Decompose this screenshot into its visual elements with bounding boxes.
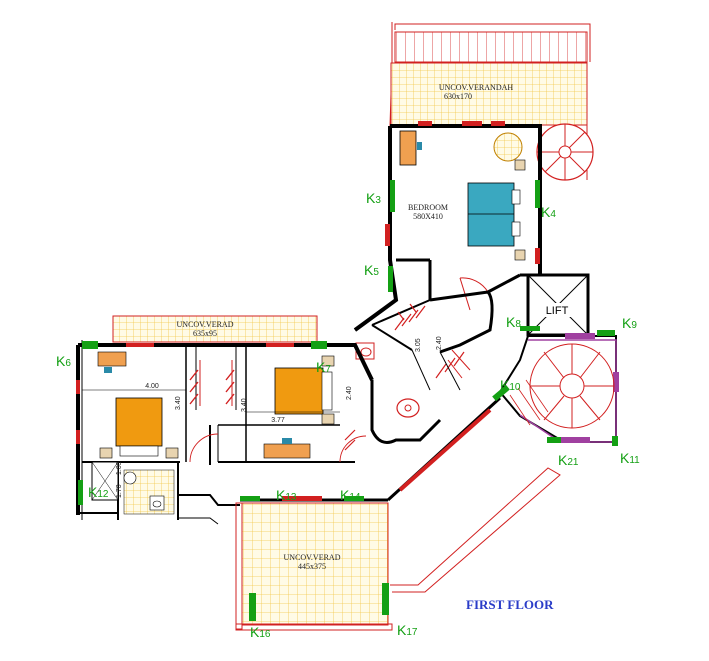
marker-k6: K6 — [56, 353, 71, 369]
verandah-top-name: UNCOV.VERANDAH — [439, 83, 514, 92]
verandah-top: UNCOV.VERANDAH 630x170 — [389, 22, 591, 180]
dim-4-00: 4.00 — [145, 383, 159, 390]
verad-bottom-size: 445x375 — [298, 562, 326, 571]
marker-k7: K7 — [316, 359, 331, 375]
verad-bottom-name: UNCOV.VERAD — [284, 553, 341, 562]
marker-k21: K21 — [558, 452, 579, 468]
marker-k14: K14 — [340, 487, 361, 503]
dim-3-77: 3.77 — [271, 417, 285, 424]
dim-3-05: 3.05 — [415, 338, 422, 352]
bedroom-size: 580X410 — [413, 212, 443, 221]
marker-k3: K3 — [366, 190, 381, 206]
k-markers: K3 K4 K5 K6 K7 K8 K9 K10 K11 K12 K13 K14… — [56, 190, 640, 640]
marker-k12: K12 — [88, 484, 109, 500]
marker-k9: K9 — [622, 315, 637, 331]
marker-k4: K4 — [541, 204, 556, 220]
verandah-bottom: UNCOV.VERAD 445x375 — [235, 467, 561, 631]
verad-left-name: UNCOV.VERAD — [177, 320, 234, 329]
bedroom-name: BEDROOM — [408, 203, 448, 212]
marker-k5: K5 — [364, 262, 379, 278]
marker-k13: K13 — [276, 487, 297, 503]
marker-k10: K10 — [500, 377, 521, 393]
marker-k8: K8 — [506, 314, 521, 330]
dim-3-40-a: 3.40 — [175, 396, 182, 410]
marker-k17: K17 — [397, 622, 418, 638]
dim-1-05: 1.05 — [116, 461, 123, 475]
spiral-stair-top — [536, 123, 594, 181]
staircase-right — [498, 333, 619, 443]
dim-2-40-a: 2.40 — [346, 386, 353, 400]
marker-k11: K11 — [620, 450, 640, 466]
marker-k16: K16 — [250, 624, 271, 640]
floor-title: FIRST FLOOR — [466, 597, 554, 612]
lift-label: LIFT — [546, 305, 569, 317]
verad-left-size: 635x95 — [193, 329, 217, 338]
dim-1-70: 1.70 — [116, 484, 123, 498]
dim-2-40-b: 2.40 — [436, 336, 443, 350]
verandah-top-size: 630x170 — [444, 92, 472, 101]
left-wing: UNCOV.VERAD 635x95 — [76, 315, 510, 525]
dim-3-40-b: 3.40 — [241, 398, 248, 412]
hall-diagonal: 3.05 2.40 — [354, 290, 494, 444]
